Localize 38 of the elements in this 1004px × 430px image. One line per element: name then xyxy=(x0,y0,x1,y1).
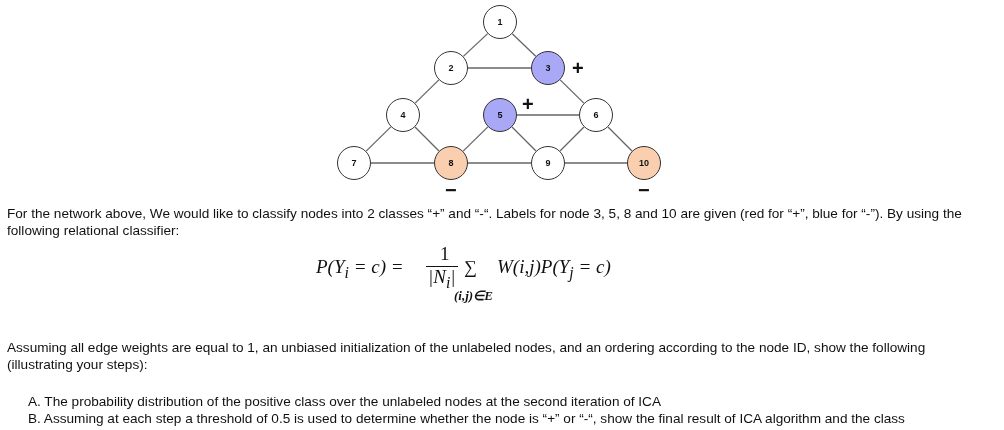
graph-node-circle: 2 xyxy=(434,51,468,85)
edge-line xyxy=(607,126,633,152)
edge-line xyxy=(467,162,532,164)
paragraph: Assuming all edge weights are equal to 1, an unbiased initialization of the unlabeled nodes, and an ordering according to the node ID, show the following (illustrating your steps): xyxy=(7,339,927,373)
class-label: − xyxy=(445,180,457,200)
list-item: A. The probability distribution of the positive class over the unlabeled nodes at the second iteration of ICA xyxy=(28,393,662,410)
edge-line xyxy=(516,114,580,116)
edge-line xyxy=(414,79,440,104)
graph-node-circle: 10 xyxy=(627,146,661,180)
edge-line xyxy=(467,67,532,69)
edge-line xyxy=(511,126,537,152)
paragraph: For the network above, We would like to classify nodes into 2 classes “+” and “-“. Labels for node 3, 5, 8 and 10 are given (red for “+”, blue for “-”). By using the following relational classifier: xyxy=(7,205,963,239)
formula-text: W(i,j)P(Y$_{j}$ = c) xyxy=(497,256,611,282)
edge-line xyxy=(462,33,489,57)
sum-symbol: ∑ xyxy=(464,257,477,278)
formula-text: |N$_{i}$| xyxy=(426,266,458,293)
graph-node-circle: 9 xyxy=(531,146,565,180)
edge-line xyxy=(414,126,440,152)
graph-node-circle: 1 xyxy=(483,5,517,39)
graph-node-circle: 3 xyxy=(531,51,565,85)
edge-line xyxy=(365,126,392,152)
edge-line xyxy=(462,126,489,152)
list-item: B. Assuming at each step a threshold of 0.5 is used to determine whether the node is “+” or “-“, show the final result of ICA algorithm and the class xyxy=(28,410,906,427)
class-label: + xyxy=(572,58,584,78)
graph-node-circle: 7 xyxy=(337,146,371,180)
graph-node-circle: 6 xyxy=(579,98,613,132)
formula-text: P(Y$_{i}$ = c) = xyxy=(316,256,404,282)
class-label: − xyxy=(638,180,650,200)
edge-line xyxy=(559,79,585,104)
edge-line xyxy=(370,162,435,164)
graph-node-circle: 5 xyxy=(483,98,517,132)
graph-node-circle: 8 xyxy=(434,146,468,180)
edge-line xyxy=(559,126,585,152)
class-label: + xyxy=(522,94,534,114)
graph-node-circle: 4 xyxy=(386,98,420,132)
edge-line xyxy=(564,162,628,164)
edge-line xyxy=(511,33,537,57)
formula-text: 1 xyxy=(440,243,450,265)
